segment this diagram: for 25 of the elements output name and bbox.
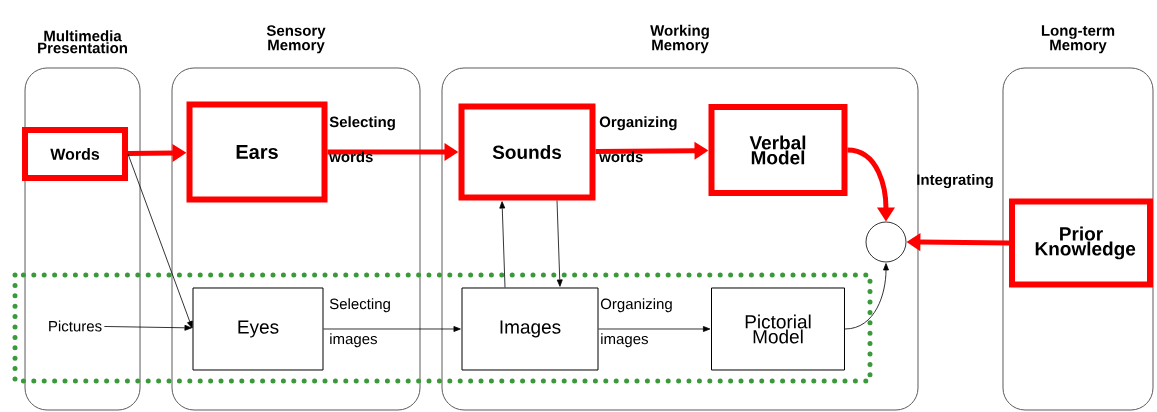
arrow (323, 326, 461, 332)
process-box: Pictorial Model (711, 287, 845, 371)
arrow (103, 324, 192, 331)
column-heading: Multimedia Presentation (38, 30, 127, 54)
process-box: Images (461, 287, 599, 371)
arrow (556, 200, 563, 287)
highlighted-box: Ears (186, 101, 328, 203)
highlighted-box: Verbal Model (708, 104, 848, 196)
column-heading: Working Memory (650, 24, 709, 54)
arrow (598, 326, 711, 332)
edge-label: Organizing images (600, 298, 672, 348)
arrow (844, 263, 889, 330)
arrow (127, 153, 193, 329)
text-label: Pictures (49, 320, 102, 332)
highlighted-box: Prior Knowledge (1009, 198, 1153, 288)
highlighted-box: Words (22, 127, 128, 181)
column-heading: Sensory Memory (266, 25, 326, 54)
edge-label: Selecting images (329, 298, 390, 348)
edge-label: Organizing words (599, 116, 677, 163)
edge-label: Selecting words (329, 116, 395, 163)
process-box: Eyes (192, 287, 324, 371)
arrow (499, 201, 506, 288)
step-label: Integrating (917, 173, 993, 188)
highlighted-box: Sounds (458, 103, 596, 201)
column-heading: Long-term Memory (1041, 25, 1115, 54)
